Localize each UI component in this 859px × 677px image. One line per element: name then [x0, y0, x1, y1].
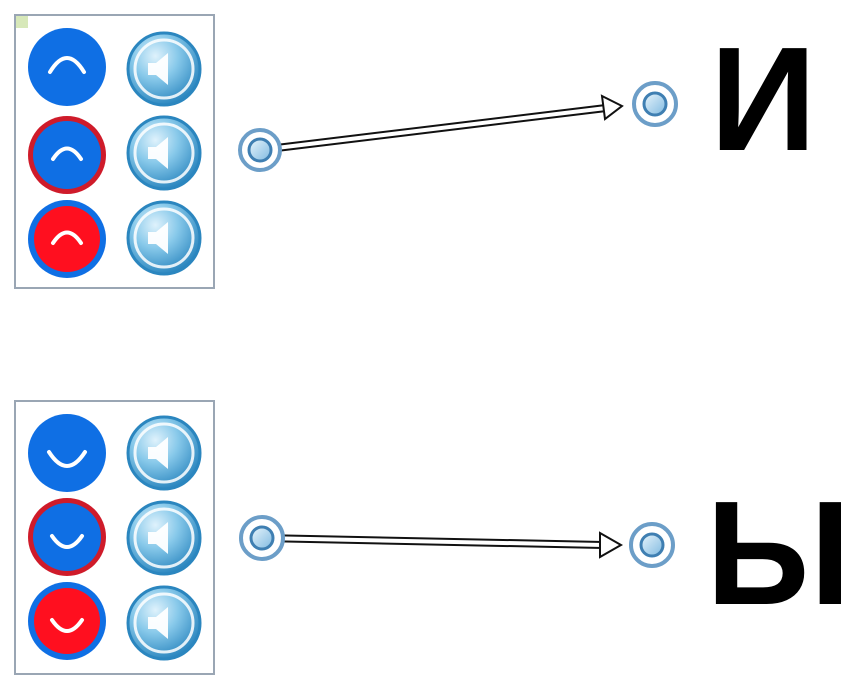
sound-panel-1	[14, 14, 215, 289]
connection-arrow-1[interactable]	[238, 81, 678, 172]
speaker-icon[interactable]	[125, 414, 203, 492]
target-letter: И	[710, 17, 817, 182]
speaker-icon[interactable]	[125, 199, 203, 277]
speaker-icon[interactable]	[125, 499, 203, 577]
speaker-icon[interactable]	[125, 114, 203, 192]
vowel-smile-icon[interactable]	[24, 410, 110, 496]
end-node-center-icon	[639, 532, 665, 558]
vowel-arc-icon[interactable]	[24, 112, 110, 198]
start-node-center-icon	[249, 525, 275, 551]
sound-panel-2	[14, 400, 215, 675]
vowel-arc-icon[interactable]	[24, 24, 110, 110]
vowel-smile-icon[interactable]	[24, 494, 110, 580]
vowel-smile-icon[interactable]	[24, 578, 110, 664]
vowel-arc-icon[interactable]	[24, 196, 110, 282]
corner-tint	[16, 16, 28, 28]
target-letter: Ы	[706, 471, 851, 636]
connection-arrow-2[interactable]	[239, 515, 675, 568]
end-node-icon[interactable]	[632, 81, 678, 127]
speaker-icon[interactable]	[125, 30, 203, 108]
end-node-center-icon	[642, 91, 668, 117]
start-node-icon[interactable]	[238, 128, 282, 172]
start-node-center-icon	[247, 137, 273, 163]
end-node-icon[interactable]	[629, 522, 675, 568]
speaker-icon[interactable]	[125, 584, 203, 662]
start-node-icon[interactable]	[239, 515, 285, 561]
